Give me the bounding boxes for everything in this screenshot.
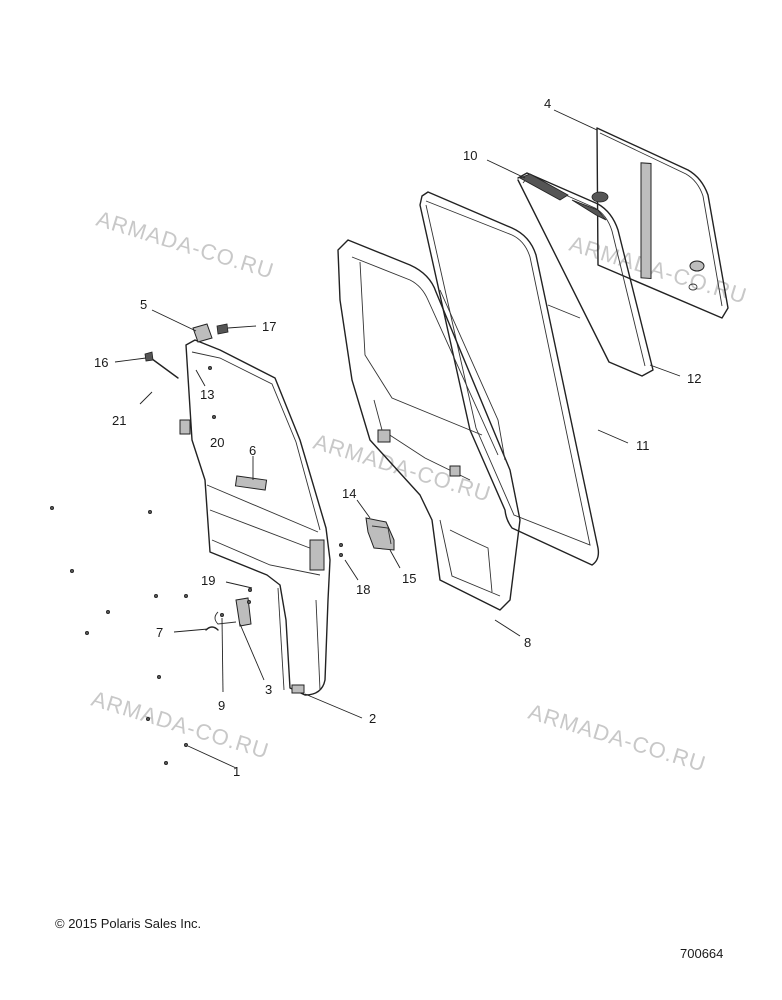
callout-4: 4 (544, 96, 551, 111)
callout-10: 10 (463, 148, 477, 163)
copyright-notice: © 2015 Polaris Sales Inc. (55, 916, 202, 931)
hinge-pin-head (144, 351, 154, 362)
callout-7: 7 (156, 625, 163, 640)
watermark-center: ARMADA-CO.RU (311, 429, 495, 507)
callout-15: 15 (402, 571, 416, 586)
spring-part (205, 626, 219, 631)
window-channel-seal-part (517, 172, 654, 377)
bracket-part (192, 323, 213, 343)
callout-9: 9 (218, 698, 225, 713)
callout-21: 21 (112, 413, 126, 428)
watermark-bottom-left: ARMADA-CO.RU (89, 686, 273, 764)
callout-20: 20 (210, 435, 224, 450)
leader-lines (114, 109, 681, 769)
callout-1: 1 (233, 764, 240, 779)
callout-labels: 4 10 12 11 8 5 17 16 13 21 20 6 14 15 18… (94, 96, 701, 779)
fasteners (50, 365, 343, 766)
callout-12: 12 (687, 371, 701, 386)
latch-assembly-part (365, 517, 395, 551)
callout-11: 11 (636, 438, 650, 453)
clip-part (216, 323, 229, 335)
callout-16: 16 (94, 355, 108, 370)
callout-8: 8 (524, 635, 531, 650)
watermark-top-left: ARMADA-CO.RU (94, 206, 278, 284)
watermarks: ARMADA-CO.RU ARMADA-CO.RU ARMADA-CO.RU A… (89, 206, 751, 777)
screw-part (139, 391, 153, 405)
callout-5: 5 (140, 297, 147, 312)
latch-part (214, 597, 252, 627)
window-glass-part (591, 127, 729, 319)
watermark-top-right: ARMADA-CO.RU (567, 231, 751, 309)
watermark-bottom-right: ARMADA-CO.RU (526, 699, 710, 777)
door-panel-part (337, 239, 521, 611)
callout-17: 17 (262, 319, 276, 334)
callout-14: 14 (342, 486, 356, 501)
door-frame-tube-part (179, 339, 331, 696)
callout-2: 2 (369, 711, 376, 726)
callout-13: 13 (200, 387, 214, 402)
callout-6: 6 (249, 443, 256, 458)
callout-18: 18 (356, 582, 370, 597)
door-perimeter-seal-part (419, 191, 600, 566)
callout-3: 3 (265, 682, 272, 697)
diagram-id: 700664 (680, 946, 724, 961)
callout-19: 19 (201, 573, 215, 588)
